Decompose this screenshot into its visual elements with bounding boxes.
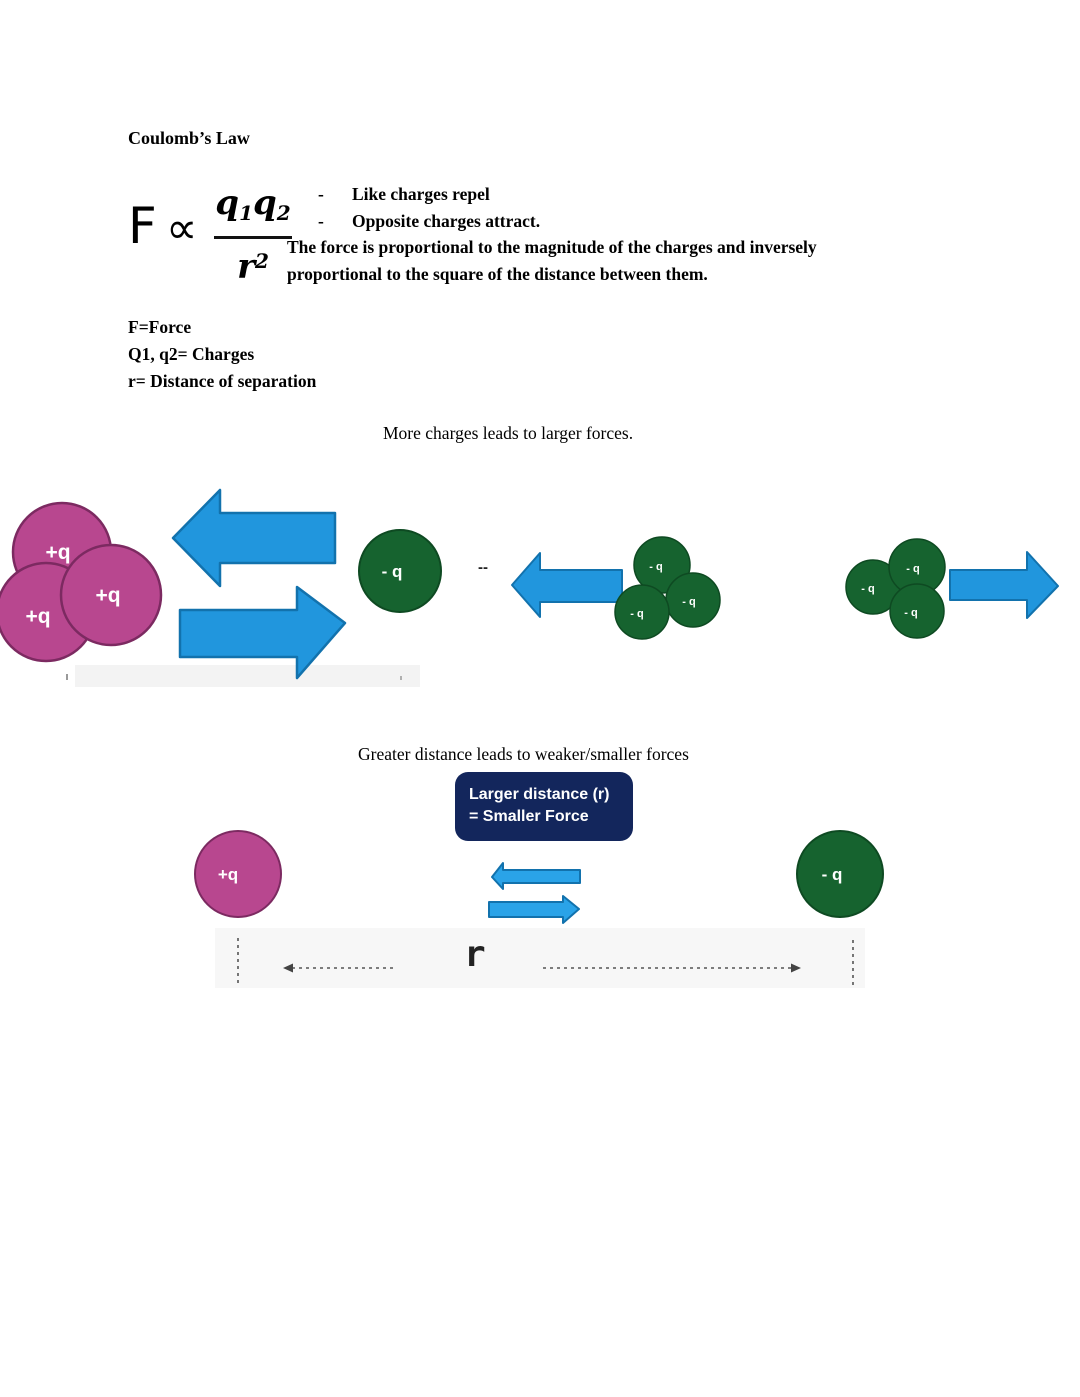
double-dash-text: --	[478, 559, 488, 576]
positive-charge-cluster: +q +q +q	[0, 501, 163, 663]
negative-charge-label: - q	[382, 562, 403, 581]
larger-distance-callout: Larger distance (r) = Smaller Force	[455, 772, 633, 841]
negative-charge-circle	[614, 584, 670, 640]
dashed-arrow-left-head	[283, 963, 293, 973]
positive-charge-circle	[194, 830, 282, 918]
negative-charge-cluster: - q - q - q	[614, 536, 721, 640]
formula-denominator: r2	[237, 247, 269, 287]
distance-label: r	[464, 934, 486, 975]
attract-arrow-left	[511, 552, 623, 618]
negative-charge-label: - q	[861, 583, 874, 595]
page-title: Coulomb’s Law	[128, 128, 250, 148]
bullet-item: - Opposite charges attract.	[318, 208, 540, 235]
negative-charge-circle	[796, 830, 884, 918]
callout-line2: = Smaller Force	[469, 808, 589, 825]
faint-band	[215, 928, 865, 988]
positive-charge-label: +q	[45, 541, 70, 564]
repel-arrow-left	[171, 488, 337, 588]
definition-line: F=Force	[128, 317, 192, 337]
bullet-list: - Like charges repel - Opposite charges …	[318, 181, 540, 235]
negative-charge-circle	[889, 583, 945, 639]
speck	[66, 674, 68, 680]
speck	[400, 676, 402, 680]
negative-charge-cluster: - q - q - q	[845, 538, 946, 639]
repel-arrow-right-edge	[949, 551, 1059, 619]
negative-charge-label: - q	[682, 596, 695, 608]
bullet-marker: -	[318, 211, 324, 231]
negative-charge-label: - q	[906, 563, 919, 575]
negative-charge-circle	[358, 529, 442, 613]
proportional-symbol: ∝	[166, 203, 198, 254]
dashed-arrow-right-head	[791, 963, 801, 973]
diagram-more-charges: +q +q +q - q -- - q - q - q - q - q	[0, 488, 1059, 687]
positive-charge-label: +q	[25, 605, 50, 628]
force-description: The force is proportional to the magnitu…	[287, 237, 817, 284]
diagram-greater-distance: +q - q r	[194, 830, 884, 988]
definition-line: r= Distance of separation	[128, 371, 317, 391]
negative-charge-label: - q	[904, 607, 917, 619]
caption-more-charges: More charges leads to larger forces.	[383, 423, 634, 443]
force-symbol: F	[128, 197, 157, 255]
negative-charge-label: - q	[630, 608, 643, 620]
coulomb-formula: F ∝ q1q2 r2	[128, 183, 298, 295]
small-force-arrow-right	[488, 895, 580, 924]
positive-charge-label: +q	[218, 865, 238, 884]
formula-numerator: q1q2	[215, 183, 291, 225]
bullet-text: Opposite charges attract.	[352, 211, 541, 231]
formula-fraction: q1q2 r2	[214, 183, 292, 287]
small-force-arrow-left	[491, 862, 581, 890]
definition-line: Q1, q2= Charges	[128, 344, 255, 364]
repel-arrow-right	[178, 585, 347, 680]
bullet-text: Like charges repel	[352, 184, 490, 204]
fraction-bar	[214, 236, 292, 239]
positive-charge-circle	[59, 543, 163, 647]
caption-greater-distance: Greater distance leads to weaker/smaller…	[358, 744, 689, 764]
bullet-marker: -	[318, 184, 324, 204]
callout-line1: Larger distance (r)	[469, 786, 610, 803]
bullet-item: - Like charges repel	[318, 181, 540, 208]
negative-charge-label: - q	[649, 561, 662, 573]
positive-charge-label: +q	[95, 584, 120, 607]
negative-charge-label: - q	[822, 865, 843, 884]
faint-band	[75, 665, 420, 687]
definitions-block: F=Force Q1, q2= Charges r= Distance of s…	[128, 314, 316, 395]
